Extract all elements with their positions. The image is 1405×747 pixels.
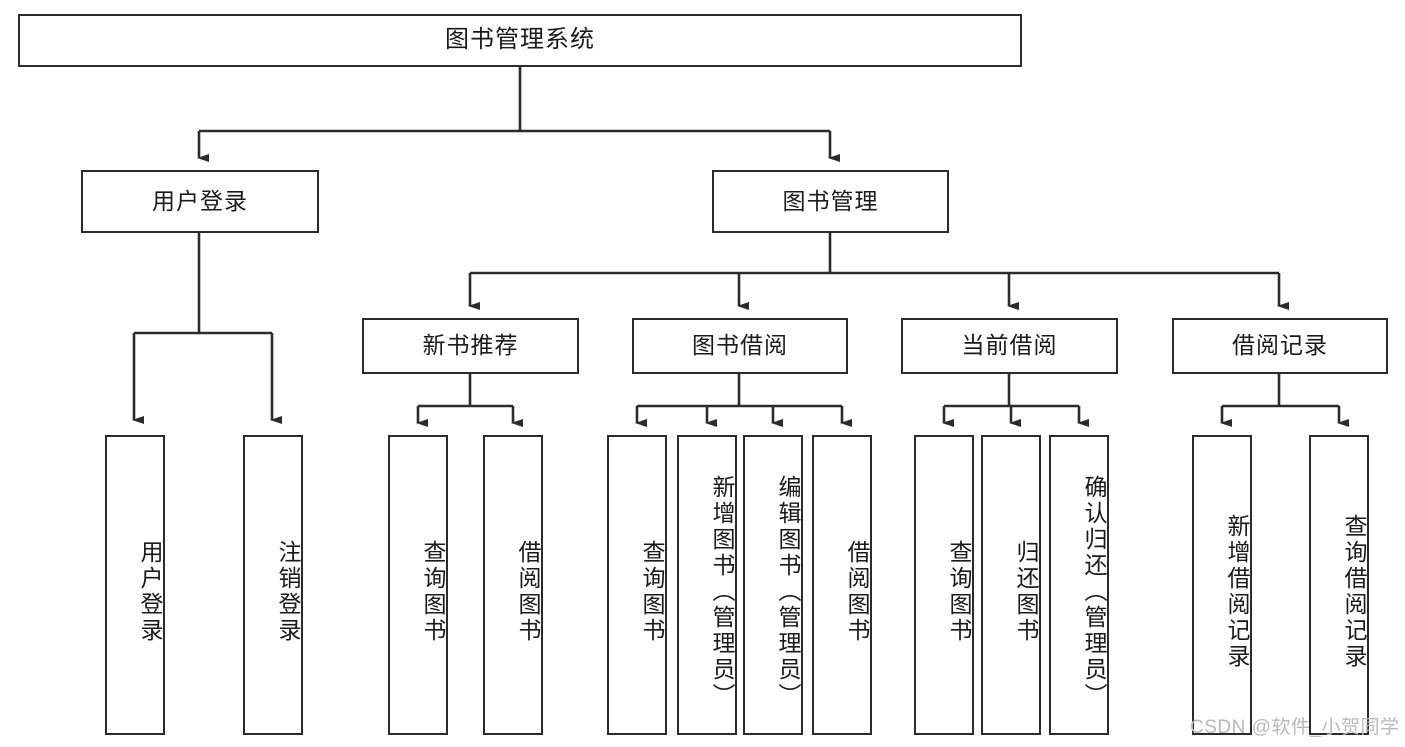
node-leaf-borrow-book-2[interactable]: 借阅图书 [812,435,872,735]
node-leaf-query-record[interactable]: 查询借阅记录 [1309,435,1369,735]
node-borrow-record[interactable]: 借阅记录 [1172,318,1388,374]
node-book-borrow[interactable]: 图书借阅 [632,318,848,374]
node-leaf-user-login[interactable]: 用户登录 [105,435,165,735]
node-leaf-query-book-1[interactable]: 查询图书 [388,435,448,735]
node-book-management[interactable]: 图书管理 [712,170,949,233]
node-leaf-query-book-2[interactable]: 查询图书 [607,435,667,735]
node-leaf-edit-book[interactable]: 编辑图书（管理员） [743,435,803,735]
node-new-book-recommend[interactable]: 新书推荐 [362,318,579,374]
node-root[interactable]: 图书管理系统 [18,14,1022,67]
node-leaf-user-logout[interactable]: 注销登录 [243,435,303,735]
node-leaf-add-record[interactable]: 新增借阅记录 [1192,435,1252,735]
node-leaf-confirm-return[interactable]: 确认归还（管理员） [1049,435,1109,735]
node-leaf-return-book[interactable]: 归还图书 [981,435,1041,735]
watermark-text: CSDN @软件_小贺同学 [1190,717,1400,738]
node-leaf-add-book[interactable]: 新增图书（管理员） [677,435,737,735]
node-leaf-borrow-book-1[interactable]: 借阅图书 [483,435,543,735]
node-leaf-query-book-3[interactable]: 查询图书 [914,435,974,735]
node-current-borrow[interactable]: 当前借阅 [901,318,1118,374]
node-user-login[interactable]: 用户登录 [81,170,319,233]
